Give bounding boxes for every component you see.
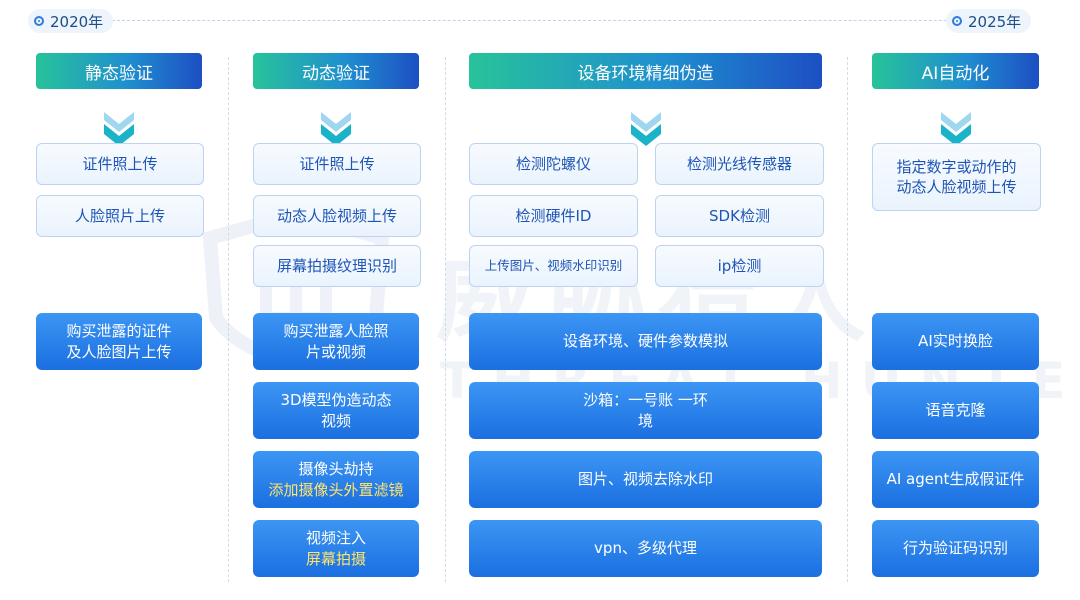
method-line: 指定数字或动作的: [896, 157, 1017, 176]
timeline-dot-icon: [34, 16, 44, 26]
method-box: 屏幕拍摄纹理识别: [253, 245, 421, 287]
header-dynamic-verification: 动态验证: [253, 53, 419, 89]
attack-box: 行为验证码识别: [872, 520, 1039, 577]
method-line: 动态人脸视频上传: [896, 178, 1017, 196]
timeline-dot-icon: [952, 16, 962, 26]
attack-highlight: 添加摄像头外置滤镜: [268, 480, 404, 499]
method-box: ip检测: [655, 245, 824, 287]
attack-line: vpn、多级代理: [594, 539, 697, 558]
attack-box: 沙箱：一号账 一环 境: [469, 382, 822, 439]
attack-box: AI agent生成假证件: [872, 451, 1039, 508]
attack-box: 图片、视频去除水印: [469, 451, 822, 508]
attack-box: 购买泄露的证件 及人脸图片上传: [36, 313, 202, 370]
timeline-line: [112, 20, 1002, 21]
attack-box: 设备环境、硬件参数模拟: [469, 313, 822, 370]
column-separator: [228, 57, 229, 582]
attack-line: 片或视频: [305, 342, 366, 361]
attack-box: 视频注入 屏幕拍摄: [253, 520, 419, 577]
method-box: 人脸照片上传: [36, 195, 204, 237]
year-end: 2025年: [968, 12, 1022, 31]
attack-line: 及人脸图片上传: [66, 342, 172, 361]
column-separator: [847, 57, 848, 582]
header-device-forgery: 设备环境精细伪造: [469, 53, 822, 89]
attack-line: 图片、视频去除水印: [577, 470, 713, 489]
method-box: 证件照上传: [253, 143, 421, 185]
header-static-verification: 静态验证: [36, 53, 202, 89]
header-ai-automation: AI自动化: [872, 53, 1039, 89]
chevron-down-icon: [104, 112, 134, 146]
chevron-down-icon: [941, 112, 971, 146]
method-box: 证件照上传: [36, 143, 204, 185]
attack-box: 语音克隆: [872, 382, 1039, 439]
attack-box: vpn、多级代理: [469, 520, 822, 577]
method-box: 指定数字或动作的 动态人脸视频上传: [872, 143, 1041, 211]
attack-box: AI实时换脸: [872, 313, 1039, 370]
attack-box: 3D模型伪造动态 视频: [253, 382, 419, 439]
year-start: 2020年: [50, 12, 104, 31]
attack-highlight: 屏幕拍摄: [305, 549, 366, 568]
attack-line: 3D模型伪造动态: [280, 391, 392, 410]
attack-line: 摄像头劫持: [298, 460, 374, 479]
year-start-pill: 2020年: [28, 9, 114, 33]
method-box: 动态人脸视频上传: [253, 195, 421, 237]
method-box: 检测硬件ID: [469, 195, 638, 237]
chevron-down-icon: [321, 112, 351, 146]
attack-line: 视频: [320, 411, 351, 430]
chevron-down-icon: [631, 112, 661, 146]
column-separator: [445, 57, 446, 582]
attack-line: 境: [637, 411, 653, 430]
method-box: 检测陀螺仪: [469, 143, 638, 185]
attack-line: 购买泄露人脸照: [283, 322, 389, 341]
attack-line: 设备环境、硬件参数模拟: [562, 332, 728, 351]
attack-line: 视频注入: [305, 529, 366, 548]
attack-box: 购买泄露人脸照 片或视频: [253, 313, 419, 370]
attack-line: 沙箱：一号账 一环: [583, 391, 708, 410]
method-box: 上传图片、视频水印识别: [469, 245, 638, 287]
method-box: 检测光线传感器: [655, 143, 824, 185]
attack-box: 摄像头劫持 添加摄像头外置滤镜: [253, 451, 419, 508]
year-end-pill: 2025年: [946, 9, 1032, 33]
attack-line: 购买泄露的证件: [66, 322, 172, 341]
method-box: SDK检测: [655, 195, 824, 237]
